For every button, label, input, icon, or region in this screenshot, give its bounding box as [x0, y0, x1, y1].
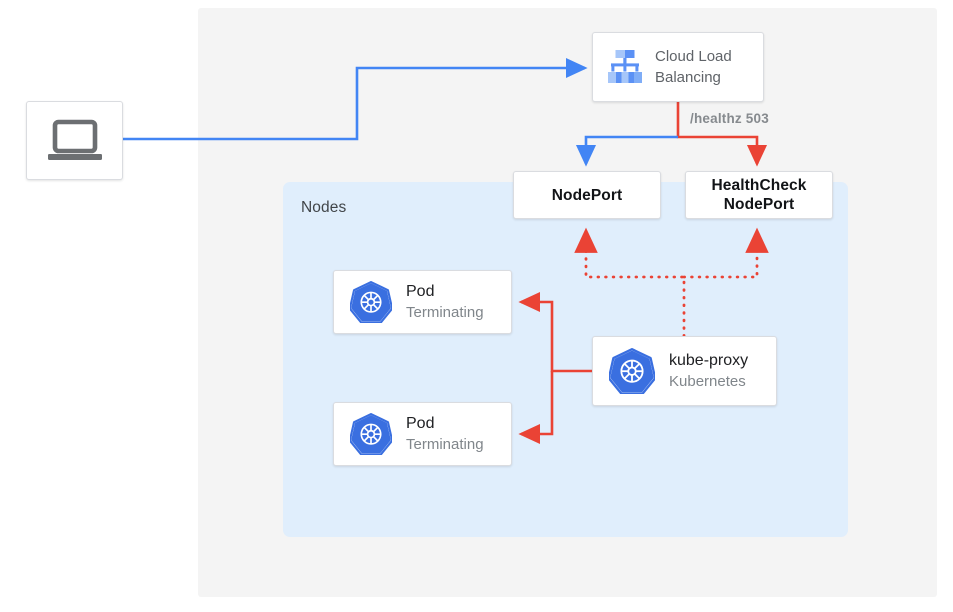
healthz-edge-label: /healthz 503	[690, 111, 769, 126]
pod-card-2: Pod Terminating	[333, 402, 512, 466]
cloud-load-balancing-line-2: Balancing	[655, 69, 721, 86]
kubernetes-icon	[609, 348, 655, 394]
cloud-load-balancing-line-1: Cloud Load	[655, 48, 732, 65]
pod-card-2-subtitle: Terminating	[406, 435, 484, 453]
client-card	[26, 101, 123, 180]
healthcheck-nodeport-line-2: NodePort	[723, 196, 795, 213]
nodeport-card: NodePort	[513, 171, 661, 219]
pod-card-1-title: Pod	[406, 282, 435, 300]
healthcheck-nodeport-label: HealthCheck NodePort	[686, 172, 832, 218]
pod-card-2-text: Pod Terminating	[406, 414, 484, 455]
kubernetes-icon	[350, 413, 392, 455]
pod-card-1-subtitle: Terminating	[406, 303, 484, 321]
healthcheck-nodeport-card: HealthCheck NodePort	[685, 171, 833, 219]
pod-card-2-title: Pod	[406, 414, 435, 432]
nodeport-label: NodePort	[551, 186, 623, 204]
kube-proxy-subtitle: Kubernetes	[669, 372, 746, 390]
kube-proxy-title: kube-proxy	[669, 351, 749, 369]
laptop-icon	[47, 119, 102, 160]
pod-card-1: Pod Terminating	[333, 270, 512, 334]
pod-card-1-text: Pod Terminating	[406, 282, 484, 323]
cloud-load-balancing-label: Cloud Load Balancing	[655, 46, 732, 88]
nodes-region-label: Nodes	[301, 199, 347, 216]
kubernetes-icon	[350, 281, 392, 323]
kube-proxy-card: kube-proxy Kubernetes	[592, 336, 777, 406]
cloud-load-balancing-icon	[608, 50, 642, 83]
cloud-load-balancing-card: Cloud Load Balancing	[592, 32, 764, 102]
kube-proxy-text: kube-proxy Kubernetes	[669, 351, 748, 392]
healthcheck-nodeport-line-1: HealthCheck	[711, 177, 807, 194]
